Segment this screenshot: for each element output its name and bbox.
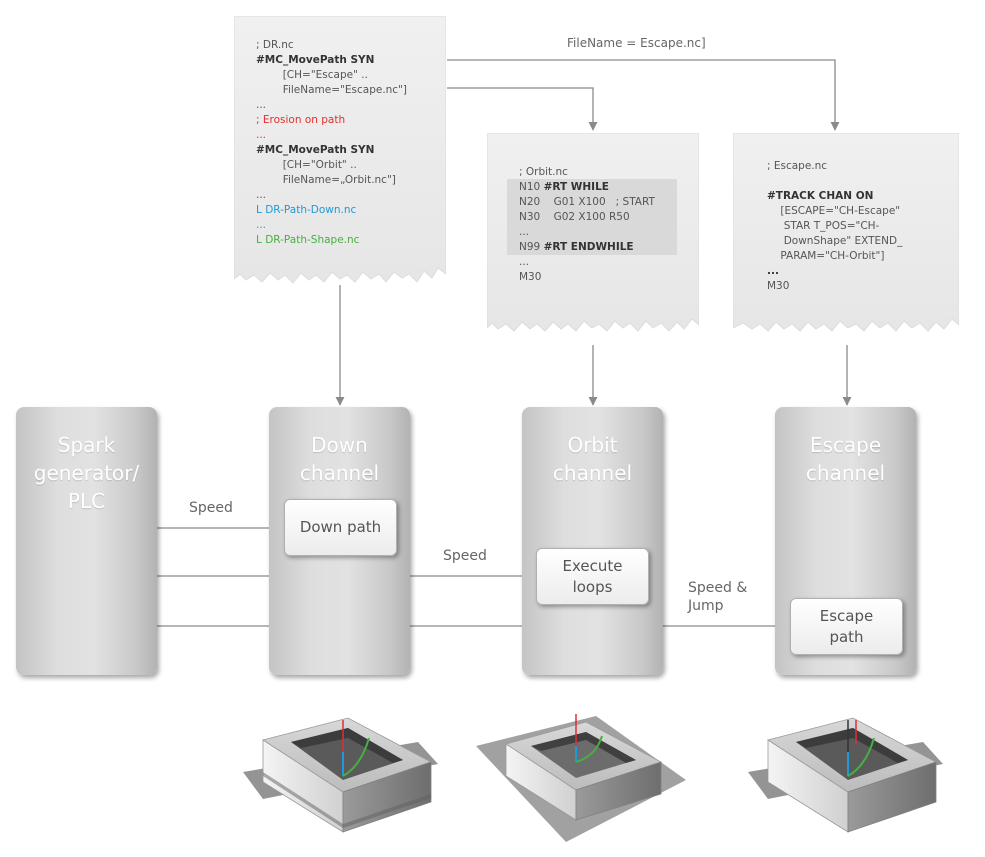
escape-channel-title: Escape channel [805,433,886,485]
spark-generator-plc-column: Spark generator/ PLC [16,407,157,675]
edge-dr-to-escape-file [447,59,840,131]
code-line: N30 G02 X100 R50 [519,210,655,225]
paper-sheet-icon [234,16,446,284]
code-line: ; Orbit.nc [519,165,655,180]
code-token: ; Orbit.nc [519,166,568,178]
code-token: N20 G01 X100 ; START [519,196,655,208]
spark-generator-title: Spark generator/ PLC [33,433,140,513]
code-token: N99 [519,241,544,253]
code-token: N30 G02 X100 R50 [519,211,630,223]
code-line: L DR-Path-Shape.nc [256,234,360,246]
execute-loops-box: Execute loops [536,548,649,605]
code-line: DownShape" EXTEND_ [767,235,903,247]
code-line [767,174,902,189]
paper-sheet-icon [733,133,959,332]
code-line: #MC_MovePath SYN [256,54,375,66]
escape-path-illustration [748,717,943,833]
orbit-loops-illustration [476,714,686,842]
down-path-box: Down path [284,499,397,556]
orbit-channel-title: Orbit channel [552,433,633,485]
edge-label-speed-orbit: Speed [443,548,487,564]
code-line: [ESCAPE="CH-Escape" [767,205,901,217]
code-line: M30 [519,270,655,285]
edge-dr-to-orbit-file [447,87,598,131]
edge-label-speed-down: Speed [189,500,233,516]
code-line: STAR T_POS="CH- [767,220,880,232]
code-line: #TRACK CHAN ON [767,190,874,202]
down-channel-title: Down channel [299,433,380,485]
document-dr-nc: ; DR.nc#MC_MovePath SYN [CH="Escape" .. … [234,16,446,291]
loop-highlight [507,179,677,255]
code-line: N10 #RT WHILE [519,180,655,195]
code-line: [CH="Orbit" .. [256,159,357,171]
code-line: N99 #RT ENDWHILE [519,240,655,255]
code-line: ; Escape.nc [767,160,828,172]
code-token: ... [519,256,530,268]
edge-label-filename: FileName = Escape.nc] [567,36,706,50]
code-line: ; Erosion on path [256,114,346,126]
orbit-channel-column: Orbit channel [522,407,663,675]
code-line: ... [519,255,655,270]
code-token: M30 [519,271,542,283]
edge-label-speed-jump: Speed & Jump [688,580,748,614]
escape-path-box: Escape path [790,598,903,655]
dr-nc-code: ; DR.nc#MC_MovePath SYN [CH="Escape" .. … [256,38,407,248]
code-line: ... [767,265,779,277]
code-token: ... [519,226,530,238]
code-line: PARAM="CH-Orbit"] [767,250,885,262]
code-line: M30 [767,280,790,292]
code-line: ... [519,225,655,240]
code-line: ... [256,219,267,231]
code-line: ; DR.nc [256,39,294,51]
code-token: #RT WHILE [543,181,609,193]
down-path-illustration [243,717,438,833]
code-line: N20 G01 X100 ; START [519,195,655,210]
code-line: FileName="Escape.nc"] [256,84,408,96]
code-line: ... [256,189,267,201]
escape-nc-code: ; Escape.nc #TRACK CHAN ON [ESCAPE="CH-Es… [767,159,902,294]
code-token: N10 [519,181,544,193]
code-line: FileName=„Orbit.nc"] [256,174,396,186]
code-line: #MC_MovePath SYN [256,144,375,156]
code-line: ... [256,99,267,111]
code-line: [CH="Escape" .. [256,69,368,81]
code-line: L DR-Path-Down.nc [256,204,357,216]
document-escape-nc: ; Escape.nc #TRACK CHAN ON [ESCAPE="CH-Es… [733,133,959,343]
code-line: ... [256,129,267,141]
code-token: #RT ENDWHILE [543,241,634,253]
